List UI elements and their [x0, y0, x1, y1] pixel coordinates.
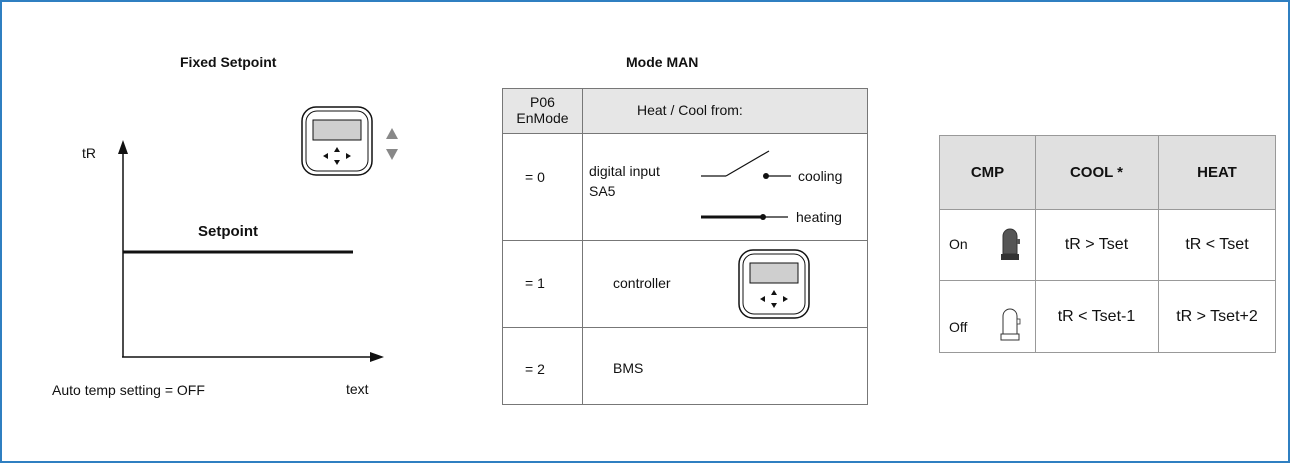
- fixed-setpoint-title: Fixed Setpoint: [180, 54, 277, 70]
- fixed-setpoint-axes: [118, 140, 384, 362]
- digital-input-label: digital input SA5: [589, 163, 660, 199]
- cmp-table: CMP COOL * HEAT On tR > Tset tR < Tset O…: [939, 135, 1276, 353]
- header-heat-cool-from: Heat / Cool from:: [637, 102, 743, 118]
- x-axis-arrow: [370, 352, 384, 362]
- on-heat-condition: tR < Tset: [1185, 235, 1249, 253]
- y-axis-arrow: [118, 140, 128, 154]
- state-off-label: Off: [949, 319, 968, 335]
- header-cmp: CMP: [970, 164, 1005, 181]
- mode-man-title: Mode MAN: [626, 54, 699, 70]
- setpoint-label: Setpoint: [198, 223, 258, 240]
- on-cool-condition: tR > Tset: [1064, 235, 1129, 253]
- x-axis-label: text: [346, 381, 369, 397]
- bms-label: BMS: [613, 360, 644, 376]
- header-p06: P06 EnMode: [516, 94, 569, 126]
- auto-temp-setting-text: Auto temp setting = OFF: [52, 382, 205, 398]
- row-value: = 2: [525, 361, 545, 377]
- row-value: = 0: [525, 169, 545, 185]
- cooling-label: cooling: [798, 168, 843, 184]
- row-value: = 1: [525, 275, 545, 291]
- mode-man-table: P06 EnMode Heat / Cool from: = 0 digital…: [502, 88, 868, 405]
- header-heat: HEAT: [1197, 164, 1237, 181]
- off-heat-condition: tR > Tset+2: [1176, 307, 1258, 325]
- compressor-off-icon: [1000, 308, 1021, 341]
- compressor-on-icon: [1001, 228, 1020, 260]
- y-axis-label: tR: [82, 145, 96, 161]
- header-cool: COOL *: [1069, 164, 1124, 181]
- switch-symbol: [701, 150, 791, 220]
- controller-icon: [301, 106, 373, 176]
- controller-icon: [738, 249, 810, 319]
- up-down-arrows-icon: [386, 128, 398, 160]
- state-on-label: On: [949, 236, 968, 252]
- controller-label: controller: [613, 275, 671, 291]
- heating-label: heating: [796, 209, 842, 225]
- off-cool-condition: tR < Tset-1: [1057, 307, 1136, 325]
